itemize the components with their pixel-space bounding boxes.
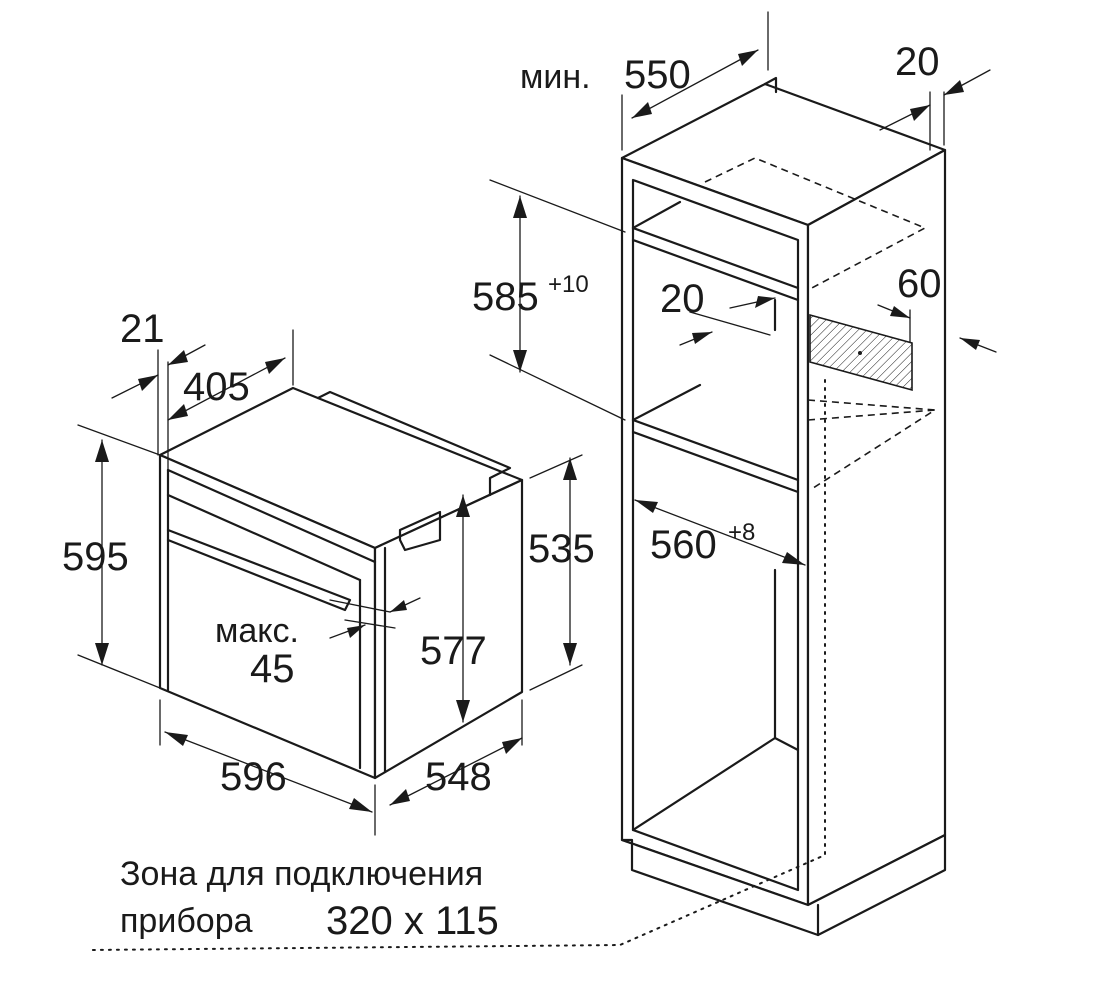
label-cabinet-depth: 550 <box>624 53 691 97</box>
label-panel-thickness: 21 <box>120 307 165 351</box>
oven <box>158 386 524 780</box>
cabinet-front-inner <box>631 178 800 892</box>
label-vent-gap: 20 <box>660 277 705 321</box>
label-oven-height: 595 <box>62 535 129 579</box>
cabinet-top-lip <box>763 76 778 94</box>
label-oven-niche-height: 535 <box>528 527 595 571</box>
label-zone-line2-prefix: прибора <box>120 902 253 940</box>
label-oven-width: 596 <box>220 755 287 799</box>
label-niche-width-tol: +8 <box>728 519 755 546</box>
label-oven-top-depth: 405 <box>183 365 250 409</box>
dimensions <box>77 11 997 836</box>
label-min-prefix: мин. <box>520 58 591 96</box>
label-door-max: 45 <box>250 647 295 691</box>
label-back-gap: 20 <box>895 40 940 84</box>
oven-handle <box>166 528 352 612</box>
label-oven-inner-height: 577 <box>420 629 487 673</box>
label-vent-depth: 60 <box>897 262 942 306</box>
cabinet <box>89 76 947 951</box>
upper-dashed-outline <box>704 157 927 291</box>
connection-leader <box>89 379 826 951</box>
cabinet-plinth <box>620 833 947 937</box>
label-zone-line2-size: 320 x 115 <box>326 899 499 943</box>
label-zone-line1: Зона для подключения <box>120 855 483 893</box>
label-niche-height: 585 <box>472 275 539 319</box>
label-niche-width: 560 <box>650 523 717 567</box>
labels: мин. 550 20 585 +10 20 60 560 +8 21 405 … <box>62 40 942 943</box>
label-oven-depth: 548 <box>425 755 492 799</box>
label-door-max-prefix: макс. <box>215 612 299 650</box>
oven-side <box>373 478 524 780</box>
label-niche-height-tol: +10 <box>548 271 589 298</box>
